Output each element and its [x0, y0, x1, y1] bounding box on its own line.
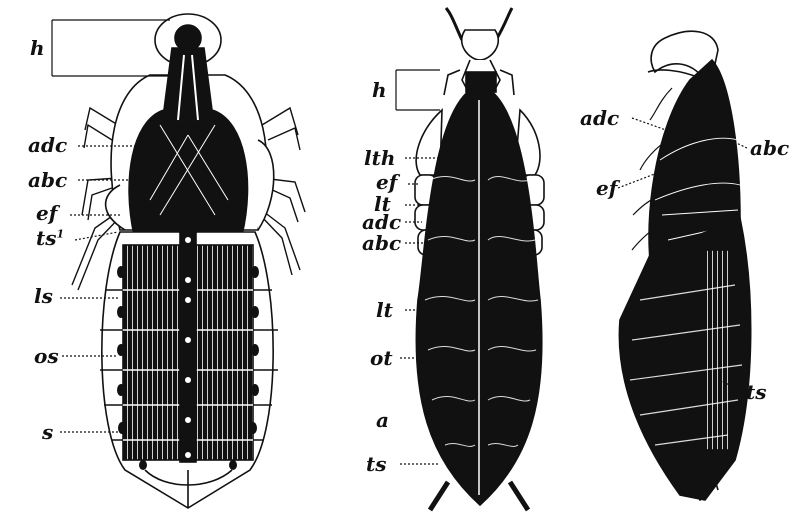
label-ot: ot — [370, 348, 393, 368]
label-ts1-base: ts — [36, 226, 57, 250]
label-ef: ef — [596, 178, 617, 198]
label-ts1: ts1 — [36, 228, 64, 248]
ventral-view-drawing — [72, 14, 305, 508]
label-h: h — [30, 38, 45, 58]
label-adc: adc — [362, 212, 401, 232]
label-lth: lth — [364, 148, 395, 168]
label-s: s — [42, 422, 53, 442]
dorsal-view-drawing — [415, 8, 544, 510]
label-abc: abc — [362, 233, 401, 253]
label-h: h — [372, 80, 387, 100]
label-abc: abc — [28, 170, 67, 190]
label-ef: ef — [36, 203, 57, 223]
label-ts: ts — [366, 454, 387, 474]
lateral-view-drawing — [619, 31, 750, 500]
label-ts: ts — [746, 382, 767, 402]
label-ls: ls — [34, 286, 53, 306]
label-adc: adc — [580, 108, 619, 128]
label-abc: abc — [750, 138, 789, 158]
label-adc: adc — [28, 135, 67, 155]
label-a: a — [376, 410, 389, 430]
label-ts1-superscript: 1 — [57, 227, 65, 240]
label-os: os — [34, 346, 59, 366]
label-lt-lower: lt — [376, 300, 393, 320]
label-ef: ef — [376, 172, 397, 192]
